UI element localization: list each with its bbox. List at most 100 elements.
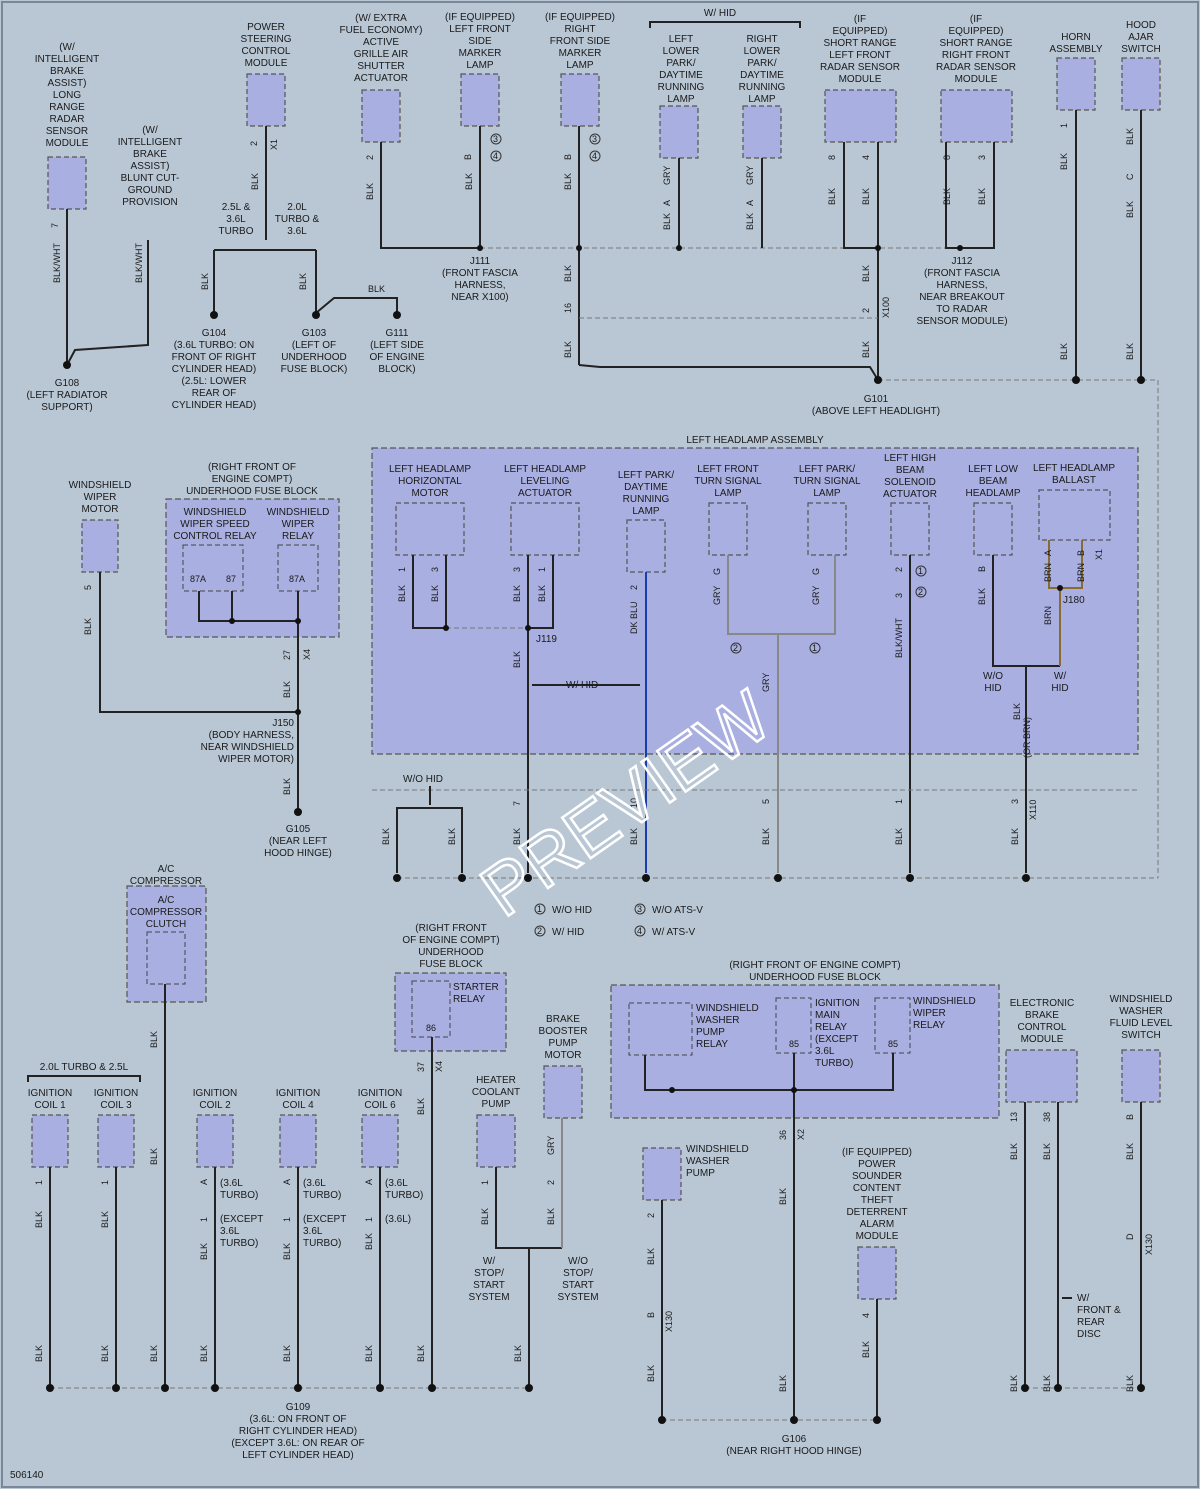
svg-text:4: 4 bbox=[637, 926, 642, 936]
coil1-box bbox=[31, 1114, 69, 1168]
svg-text:1: 1 bbox=[537, 904, 542, 914]
svg-text:13: 13 bbox=[1009, 1112, 1019, 1122]
svg-text:BLK: BLK bbox=[149, 1031, 159, 1048]
svg-text:1: 1 bbox=[100, 1180, 110, 1185]
svg-text:2: 2 bbox=[733, 643, 738, 653]
svg-text:BLK: BLK bbox=[34, 1345, 44, 1362]
svg-text:W/O HID: W/O HID bbox=[552, 905, 592, 916]
svg-text:B: B bbox=[977, 566, 987, 572]
svg-text:BLK: BLK bbox=[1059, 153, 1069, 170]
svg-text:X4: X4 bbox=[302, 649, 312, 660]
drawing-number: 506140 bbox=[10, 1470, 44, 1481]
headlamp-assembly-label: LEFT HEADLAMP ASSEMBLY bbox=[686, 435, 824, 446]
svg-text:BLK: BLK bbox=[1042, 1143, 1052, 1160]
park-turn-box bbox=[807, 502, 847, 556]
coil-group-label: 2.0L TURBO & 2.5L bbox=[40, 1062, 129, 1073]
g106-label: G106(NEAR RIGHT HOOD HINGE) bbox=[726, 1434, 861, 1457]
svg-text:1: 1 bbox=[199, 1217, 209, 1222]
svg-text:BLK: BLK bbox=[1125, 201, 1135, 218]
svg-text:BLK: BLK bbox=[745, 213, 755, 230]
svg-text:BLK: BLK bbox=[282, 681, 292, 698]
svg-text:5: 5 bbox=[83, 585, 93, 590]
svg-text:10: 10 bbox=[629, 798, 639, 808]
svg-text:BLK: BLK bbox=[199, 1345, 209, 1362]
svg-text:GRY: GRY bbox=[745, 166, 755, 185]
svg-text:27: 27 bbox=[282, 650, 292, 660]
svg-text:X130: X130 bbox=[1144, 1234, 1154, 1255]
svg-text:A: A bbox=[199, 1179, 209, 1185]
svg-text:2: 2 bbox=[918, 587, 923, 597]
svg-text:1: 1 bbox=[1059, 123, 1069, 128]
svg-text:X130: X130 bbox=[664, 1311, 674, 1332]
svg-text:87: 87 bbox=[226, 574, 236, 584]
svg-text:BLK: BLK bbox=[416, 1098, 426, 1115]
svg-text:BLK: BLK bbox=[1125, 1375, 1135, 1392]
svg-text:BLK: BLK bbox=[464, 173, 474, 190]
coil3-box bbox=[97, 1114, 135, 1168]
svg-text:BLK: BLK bbox=[778, 1188, 788, 1205]
svg-text:2: 2 bbox=[537, 926, 542, 936]
svg-text:BLK: BLK bbox=[364, 1345, 374, 1362]
svg-text:DK BLU: DK BLU bbox=[629, 601, 639, 634]
svg-text:2: 2 bbox=[365, 155, 375, 160]
grille-shutter-box bbox=[361, 89, 401, 143]
svg-text:BLK: BLK bbox=[200, 273, 210, 290]
svg-text:BLK: BLK bbox=[861, 265, 871, 282]
svg-text:A: A bbox=[364, 1179, 374, 1185]
svg-text:3: 3 bbox=[430, 567, 440, 572]
park-drl-box bbox=[626, 519, 666, 573]
svg-text:36: 36 bbox=[778, 1130, 788, 1140]
svg-text:BRN: BRN bbox=[1076, 563, 1086, 582]
svg-text:7: 7 bbox=[50, 223, 60, 228]
svg-text:BLK: BLK bbox=[761, 828, 771, 845]
svg-text:BLK: BLK bbox=[282, 1243, 292, 1260]
svg-text:1: 1 bbox=[364, 1217, 374, 1222]
coil6-box bbox=[361, 1114, 399, 1168]
svg-text:1: 1 bbox=[34, 1180, 44, 1185]
right-side-marker-box bbox=[560, 73, 600, 127]
svg-text:BLK: BLK bbox=[827, 188, 837, 205]
svg-text:BLK: BLK bbox=[942, 188, 952, 205]
svg-text:4: 4 bbox=[861, 155, 871, 160]
svg-text:GRY: GRY bbox=[546, 1136, 556, 1155]
svg-text:W/O ATS-V: W/O ATS-V bbox=[652, 905, 703, 916]
wo-hid-lower-note: W/O HID bbox=[403, 774, 443, 785]
svg-text:4: 4 bbox=[592, 151, 597, 161]
svg-text:BLK/WHT: BLK/WHT bbox=[894, 617, 904, 658]
svg-text:4: 4 bbox=[861, 1313, 871, 1318]
svg-text:X100: X100 bbox=[881, 297, 891, 318]
svg-text:5: 5 bbox=[761, 799, 771, 804]
left-lower-park-box bbox=[659, 105, 699, 159]
svg-text:8: 8 bbox=[827, 155, 837, 160]
svg-text:BLK: BLK bbox=[368, 284, 385, 294]
w-hid-ballast-note: W/HID bbox=[1051, 671, 1068, 694]
svg-text:BLK: BLK bbox=[1059, 343, 1069, 360]
svg-text:B: B bbox=[463, 154, 473, 160]
svg-text:GRY: GRY bbox=[811, 586, 821, 605]
svg-text:BLK: BLK bbox=[512, 585, 522, 602]
svg-text:BLK: BLK bbox=[364, 1233, 374, 1250]
svg-text:BLK: BLK bbox=[1009, 1375, 1019, 1392]
wiper-motor-box bbox=[81, 519, 119, 573]
